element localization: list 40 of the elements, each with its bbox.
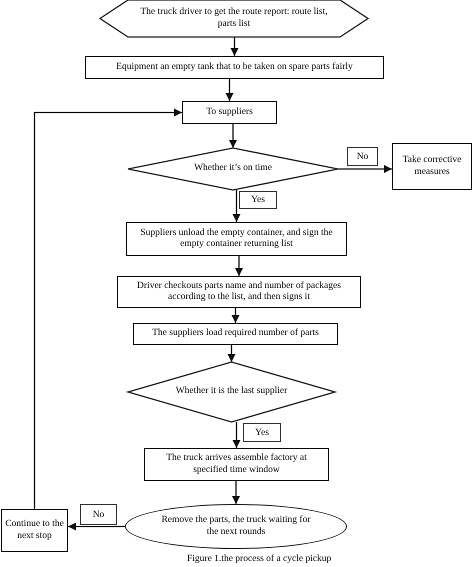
step-text: Suppliers unload the empty container, and sign the empty container returning list xyxy=(139,228,334,250)
step-text: Whether it’s on time xyxy=(193,163,273,175)
arrow xyxy=(229,124,237,148)
arrow xyxy=(232,422,240,448)
process-box xyxy=(126,222,347,256)
arrow xyxy=(230,37,238,56)
step-text: Equipment an empty tank that to be taken on spare parts fairly xyxy=(115,62,354,74)
process-box xyxy=(85,56,384,79)
arrow xyxy=(235,256,243,276)
arrow xyxy=(68,522,125,530)
process-box xyxy=(392,143,472,190)
arrow xyxy=(228,345,236,362)
step-text: The truck arrives assemble factory at specified time window xyxy=(165,453,308,476)
process-box xyxy=(133,323,338,345)
arrow xyxy=(232,190,240,222)
arrow xyxy=(232,308,240,323)
step-text: Take corrective measures xyxy=(402,155,462,178)
decision-diamond xyxy=(128,362,335,422)
figure-caption: Figure 1.the process of a cycle pickup xyxy=(187,554,332,564)
process-box xyxy=(1,509,68,552)
edge-label: Yes xyxy=(239,191,277,209)
edge-label: No xyxy=(80,504,117,525)
process-box xyxy=(117,276,361,308)
arrow xyxy=(338,165,392,173)
decision-diamond xyxy=(128,148,338,190)
step-text: The truck driver to get the route report: route list, parts list xyxy=(139,7,329,30)
process-box xyxy=(144,448,329,481)
arrow xyxy=(226,79,234,101)
step-text: To suppliers xyxy=(205,106,254,118)
step-text: Continue to the next stop xyxy=(4,519,65,542)
start-hexagon xyxy=(100,0,368,37)
edge-label: No xyxy=(347,147,378,166)
step-text: Whether it is the last supplier xyxy=(174,386,288,398)
step-text: Remove the parts, the truck waiting for the next rounds xyxy=(160,515,312,538)
arrow xyxy=(34,108,182,509)
process-box xyxy=(182,101,277,124)
step-text: The suppliers load required number of parts xyxy=(151,328,320,340)
step-text: Driver checkouts parts name and number of packages according to the list, and then signs it xyxy=(136,280,342,304)
edge-label: Yes xyxy=(243,423,281,442)
arrow xyxy=(232,481,240,504)
